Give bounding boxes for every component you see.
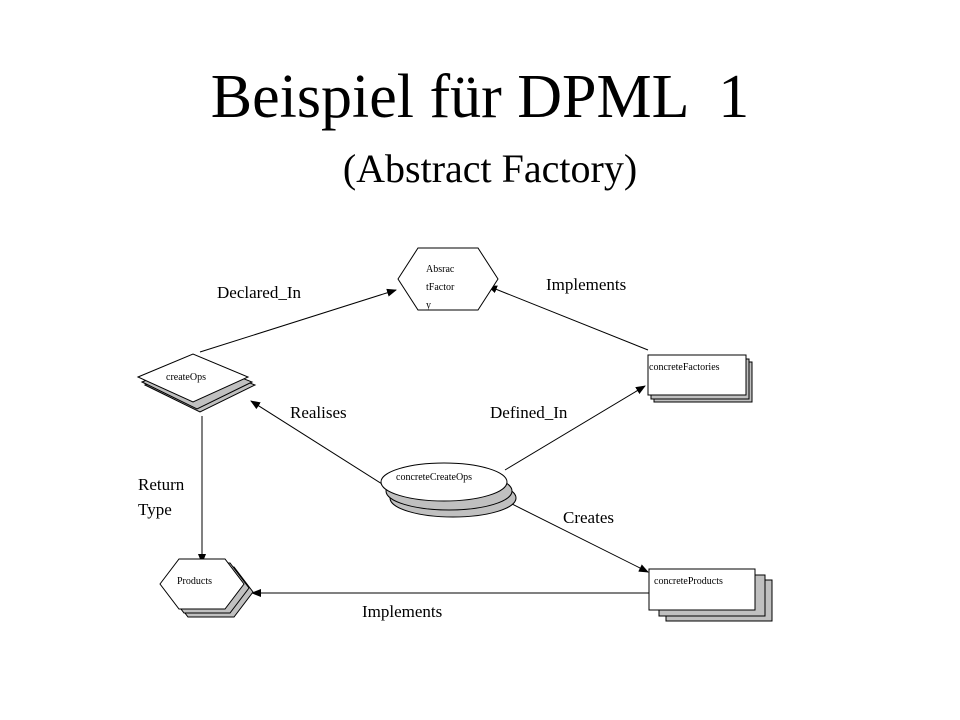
concrete-products-label: concreteProducts	[654, 576, 723, 587]
abstract-factory-line-2: tFactor	[426, 282, 455, 293]
edge-implements-top	[487, 285, 649, 351]
label-declared-in: Declared_In	[217, 283, 302, 302]
label-implements-top: Implements	[546, 275, 626, 294]
edge-realises	[250, 400, 383, 485]
node-abstract-factory: Absrac tFactor y	[397, 247, 499, 311]
abstract-factory-line-3: y	[426, 300, 431, 311]
slide-title: Beispiel für DPML 1	[210, 63, 750, 131]
label-realises: Realises	[290, 403, 347, 422]
concrete-create-ops-label: concreteCreateOps	[396, 472, 472, 483]
node-concrete-factories: concreteFactories	[647, 354, 753, 403]
label-implements-bottom: Implements	[362, 602, 442, 621]
edge-declared-in	[199, 288, 397, 353]
node-concrete-create-ops: concreteCreateOps	[380, 462, 517, 518]
create-ops-label: createOps	[166, 372, 206, 383]
label-defined-in: Defined_In	[490, 403, 568, 422]
edges	[198, 285, 650, 597]
node-concrete-products: concreteProducts	[648, 568, 773, 622]
node-products: Products	[159, 558, 254, 618]
products-label: Products	[177, 576, 212, 587]
edge-defined-in	[504, 385, 646, 471]
concrete-factories-label: concreteFactories	[649, 362, 720, 373]
label-return-type-line-2: Type	[138, 500, 172, 519]
abstract-factory-line-1: Absrac	[426, 264, 455, 275]
edge-creates	[507, 501, 649, 573]
node-create-ops: createOps	[136, 353, 257, 413]
slide-subtitle: (Abstract Factory)	[342, 146, 638, 191]
label-return-type-line-1: Return	[138, 475, 185, 494]
label-creates: Creates	[563, 508, 614, 527]
